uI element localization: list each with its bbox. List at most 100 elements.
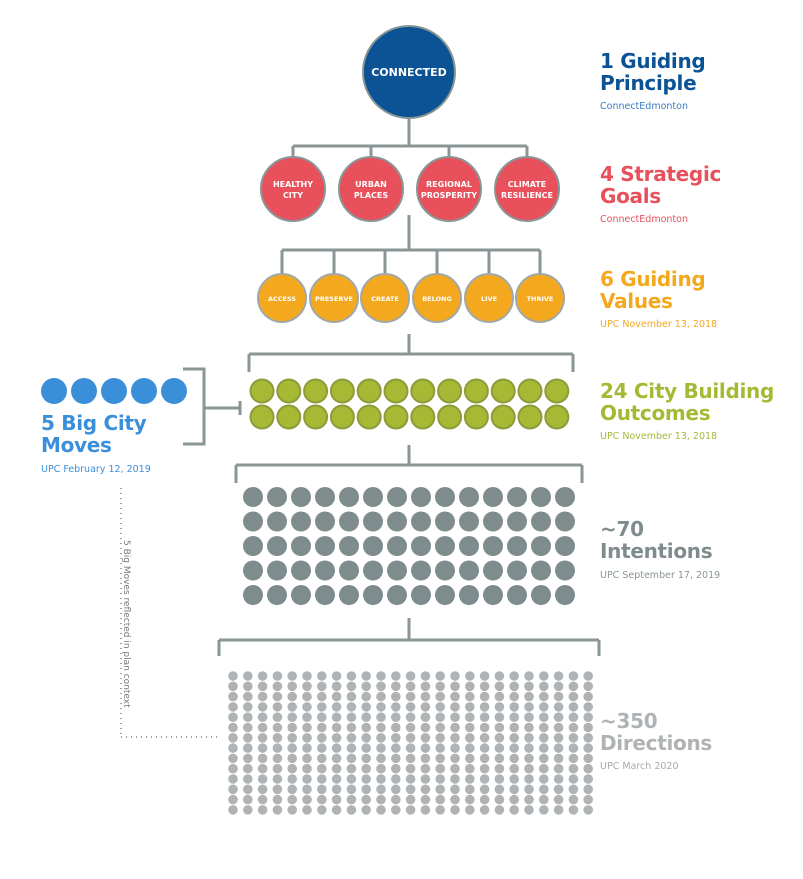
big-move-dot bbox=[41, 378, 67, 404]
direction-dot bbox=[405, 743, 416, 753]
direction-dot bbox=[287, 763, 298, 774]
principle-title-line1: 1 Guiding bbox=[600, 49, 706, 73]
goal-circle bbox=[416, 156, 482, 222]
directions-group bbox=[228, 671, 593, 815]
direction-dot bbox=[435, 702, 446, 712]
goal-label-line2: PLACES bbox=[354, 191, 388, 200]
intention-dot bbox=[387, 511, 407, 532]
direction-dot bbox=[391, 763, 401, 774]
direction-dot bbox=[583, 753, 593, 764]
direction-dot bbox=[272, 691, 283, 702]
direction-dot bbox=[509, 763, 519, 774]
direction-dot bbox=[568, 794, 579, 805]
principle-group: CONNECTED bbox=[362, 25, 456, 119]
direction-dot bbox=[539, 763, 549, 774]
intention-dot bbox=[435, 560, 455, 581]
intention-dot bbox=[555, 536, 575, 556]
outcomes-group bbox=[249, 378, 570, 430]
direction-dot bbox=[420, 784, 431, 795]
intention-dot bbox=[531, 585, 551, 605]
direction-dot bbox=[524, 681, 534, 692]
direction-dot bbox=[346, 681, 357, 692]
direction-dot bbox=[302, 671, 312, 681]
direction-dot bbox=[568, 681, 579, 692]
direction-dot bbox=[331, 743, 342, 753]
direction-dot bbox=[272, 784, 283, 795]
intention-dot bbox=[339, 487, 359, 507]
direction-dot bbox=[257, 733, 268, 743]
direction-dot bbox=[391, 702, 401, 712]
direction-dot bbox=[376, 691, 386, 702]
direction-dot bbox=[465, 784, 475, 795]
direction-dot bbox=[391, 794, 401, 805]
direction-dot bbox=[479, 753, 490, 764]
direction-dot bbox=[287, 784, 298, 795]
direction-dot bbox=[420, 671, 431, 681]
direction-dot bbox=[361, 681, 372, 692]
direction-dot bbox=[346, 774, 357, 784]
direction-dot bbox=[420, 722, 431, 733]
moves-title-line2: Moves bbox=[41, 433, 112, 458]
value-label: LIVE bbox=[481, 295, 497, 303]
direction-dot bbox=[272, 774, 283, 784]
goal-label-line2: CITY bbox=[283, 191, 303, 200]
direction-dot bbox=[494, 733, 505, 743]
direction-dot bbox=[287, 794, 298, 805]
direction-dot bbox=[524, 712, 534, 722]
intention-dot bbox=[243, 487, 263, 507]
direction-dot bbox=[331, 763, 342, 774]
direction-dot bbox=[420, 753, 431, 764]
intention-dot bbox=[315, 536, 335, 556]
direction-dot bbox=[539, 722, 549, 733]
direction-dot bbox=[243, 794, 253, 805]
direction-dot bbox=[243, 805, 253, 815]
value-circle bbox=[515, 273, 565, 323]
direction-dot bbox=[435, 743, 446, 753]
direction-dot bbox=[539, 733, 549, 743]
goals-group: HEALTHYCITYURBANPLACESREGIONALPROSPERITY… bbox=[260, 156, 560, 222]
direction-dot bbox=[302, 681, 312, 692]
intention-dot bbox=[363, 536, 383, 556]
direction-dot bbox=[405, 681, 416, 692]
direction-dot bbox=[228, 794, 238, 805]
direction-dot bbox=[391, 784, 401, 795]
direction-dot bbox=[450, 805, 460, 815]
direction-dot bbox=[524, 722, 534, 733]
direction-dot bbox=[391, 671, 401, 681]
intention-dot bbox=[411, 560, 431, 581]
intention-dot bbox=[555, 560, 575, 581]
value-circle bbox=[257, 273, 307, 323]
outcomes-title-line2: Outcomes bbox=[600, 401, 711, 426]
direction-dot bbox=[257, 805, 268, 815]
direction-dot bbox=[302, 784, 312, 795]
direction-dot bbox=[553, 743, 564, 753]
big-move-dot bbox=[161, 378, 187, 404]
direction-dot bbox=[302, 733, 312, 743]
direction-dot bbox=[346, 805, 357, 815]
direction-dot bbox=[450, 774, 460, 784]
direction-dot bbox=[494, 702, 505, 712]
direction-dot bbox=[450, 691, 460, 702]
intention-dot bbox=[267, 536, 287, 556]
direction-dot bbox=[361, 774, 372, 784]
direction-dot bbox=[346, 722, 357, 733]
direction-dot bbox=[302, 763, 312, 774]
goal-label-line1: HEALTHY bbox=[273, 180, 313, 189]
direction-dot bbox=[553, 753, 564, 764]
direction-dot bbox=[257, 784, 268, 795]
direction-dot bbox=[317, 774, 327, 784]
direction-dot bbox=[317, 794, 327, 805]
intention-dot bbox=[507, 585, 527, 605]
direction-dot bbox=[287, 743, 298, 753]
goal-label-line2: PROSPERITY bbox=[421, 191, 478, 200]
direction-dot bbox=[331, 712, 342, 722]
direction-dot bbox=[346, 691, 357, 702]
direction-dot bbox=[405, 763, 416, 774]
direction-dot bbox=[346, 743, 357, 753]
direction-dot bbox=[494, 784, 505, 795]
direction-dot bbox=[287, 702, 298, 712]
outcome-dot bbox=[517, 378, 543, 404]
direction-dot bbox=[494, 753, 505, 764]
intention-dot bbox=[291, 511, 311, 532]
